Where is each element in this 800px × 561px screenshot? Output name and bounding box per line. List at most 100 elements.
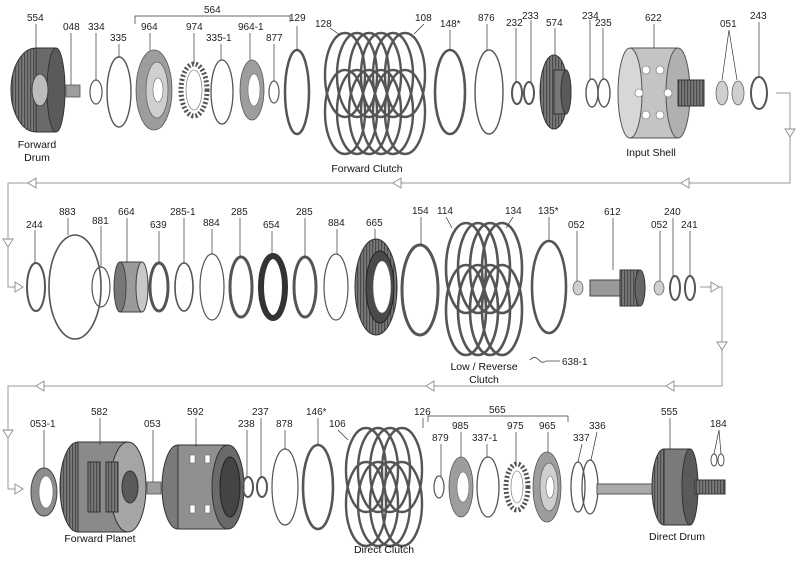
part-238-washer: [242, 476, 254, 498]
label-285-b: 285: [296, 207, 313, 218]
label-106: 106: [329, 419, 346, 430]
caption-direct-clutch: Direct Clutch: [354, 544, 414, 556]
label-135: 135*: [538, 206, 559, 217]
label-233: 233: [522, 11, 539, 22]
part-052-bushing-b: [653, 280, 665, 296]
direct-drum-part: [596, 448, 726, 526]
label-974: 974: [186, 22, 203, 33]
part-237-washer: [256, 476, 268, 498]
label-234: 234: [582, 11, 599, 22]
label-883: 883: [59, 207, 76, 218]
label-335-1: 335-1: [206, 33, 232, 44]
row2-parts: [26, 221, 696, 363]
part-232-washer: [511, 81, 523, 105]
part-877-ring: [268, 80, 280, 104]
low-reverse-clutch-pack: [444, 221, 524, 357]
label-965: 965: [539, 421, 556, 432]
label-879: 879: [432, 433, 449, 444]
label-052-a: 052: [568, 220, 585, 231]
flow-arrow-right-1: [14, 281, 24, 293]
label-565: 565: [489, 405, 506, 416]
part-233-washer: [523, 81, 535, 105]
part-184-ring-a: [710, 453, 718, 467]
label-146: 146*: [306, 407, 327, 418]
label-048: 048: [63, 22, 80, 33]
label-053-1: 053-1: [30, 419, 56, 430]
flow-line-5: [7, 350, 723, 430]
label-134: 134: [505, 206, 522, 217]
flow-arrow-left-5: [425, 380, 435, 392]
part-964-1-piston: [239, 59, 265, 121]
part-337-seal: [570, 461, 586, 513]
label-975: 975: [507, 421, 524, 432]
label-337-1: 337-1: [472, 433, 498, 444]
caption-forward-drum-line1: Forward: [18, 139, 57, 151]
label-639: 639: [150, 220, 167, 231]
label-128: 128: [315, 19, 332, 30]
flow-line-4: [700, 286, 723, 342]
part-243-ring: [750, 76, 768, 110]
part-638-1-clip: [529, 357, 547, 363]
part-184-ring-b: [717, 453, 725, 467]
part-285-ring-a: [228, 255, 254, 319]
part-053-1-carrier: [30, 467, 58, 517]
part-985-piston: [448, 456, 474, 518]
label-876: 876: [478, 13, 495, 24]
part-664-hub: [113, 261, 149, 313]
part-639-ring: [148, 261, 170, 313]
label-241: 241: [681, 220, 698, 231]
label-665: 665: [366, 218, 383, 229]
part-051-bushing-a: [715, 80, 729, 106]
label-237: 237: [252, 407, 269, 418]
label-878: 878: [276, 419, 293, 430]
label-612: 612: [604, 207, 621, 218]
label-240: 240: [664, 207, 681, 218]
flow-arrow-left-4: [665, 380, 675, 392]
label-238: 238: [238, 419, 255, 430]
label-129: 129: [289, 13, 306, 24]
label-154: 154: [412, 206, 429, 217]
part-244-ring: [26, 262, 46, 312]
part-146-plate: [301, 443, 335, 531]
part-052-bushing-a: [572, 280, 584, 296]
part-235-washer: [597, 78, 611, 108]
part-876-ring: [474, 49, 504, 135]
label-148: 148*: [440, 19, 461, 30]
label-554: 554: [27, 13, 44, 24]
part-965-piston: [532, 451, 562, 523]
part-053-bushing: [146, 481, 162, 495]
input-shell-part: [617, 47, 705, 139]
label-592: 592: [187, 407, 204, 418]
part-337-1-seal: [476, 456, 500, 518]
caption-forward-clutch: Forward Clutch: [331, 163, 402, 175]
label-053: 053: [144, 419, 161, 430]
label-235: 235: [595, 18, 612, 29]
flow-line-6: [7, 438, 22, 490]
part-148-plate: [433, 48, 467, 136]
row1-labels: 554 048 334 335 964 974 335-1 964-1 877 …: [18, 5, 767, 175]
flow-line-3: [7, 247, 22, 288]
part-051-bushing-b: [731, 80, 745, 106]
label-051: 051: [720, 19, 737, 30]
part-975-spring: [503, 461, 531, 513]
label-622: 622: [645, 13, 662, 24]
part-665-seal: [354, 238, 398, 336]
part-234-washer: [585, 78, 599, 108]
label-964-1: 964-1: [238, 22, 264, 33]
caption-forward-drum-line2: Drum: [24, 152, 50, 164]
caption-input-shell: Input Shell: [626, 147, 676, 159]
label-884-a: 884: [203, 218, 220, 229]
part-285-1-ring: [174, 262, 194, 312]
flow-arrow-down-4: [2, 429, 14, 439]
label-335: 335: [110, 33, 127, 44]
label-244: 244: [26, 220, 43, 231]
part-878-ring: [271, 448, 299, 526]
part-335-seal: [106, 56, 132, 128]
flow-arrow-left-2: [392, 177, 402, 189]
label-336: 336: [589, 421, 606, 432]
caption-direct-drum: Direct Drum: [649, 531, 705, 543]
label-126: 126: [414, 407, 431, 418]
label-881: 881: [92, 216, 109, 227]
